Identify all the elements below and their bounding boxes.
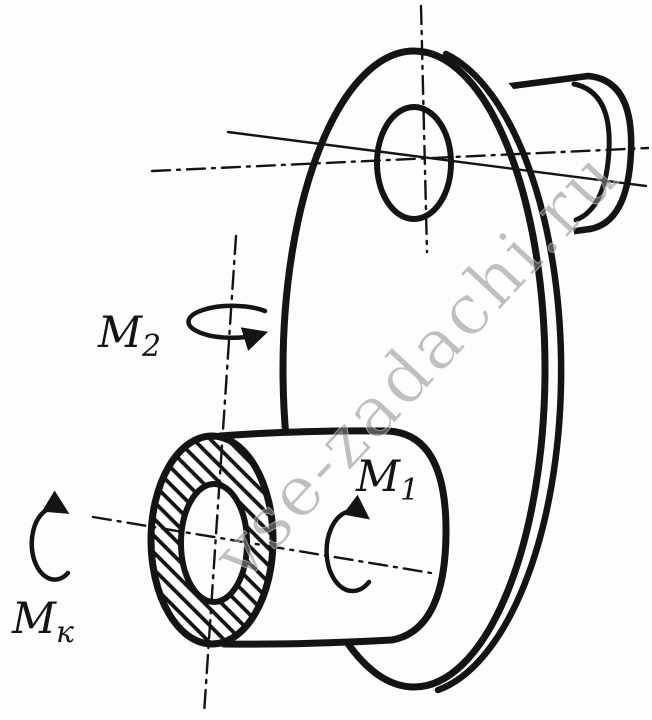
labels-group: M2 M1 Mк [11,308,419,650]
moment-arrow-mk [29,490,71,582]
label-mk: Mк [11,594,74,650]
plate-group [279,47,588,695]
moment-arrow-m2 [186,303,269,351]
label-m2: M2 [97,308,161,364]
upper-hole-vertical-axis [419,4,429,254]
shaft-cap-outer [584,72,635,233]
upper-hole-slant-line [226,130,648,188]
boss-vertical-axis [202,234,238,716]
boss-group [147,427,450,648]
arrows-group [29,303,372,594]
moment-arrow-m1 [324,494,372,594]
upper-hole-horizontal-axis [150,146,650,173]
upper-hole [374,104,454,222]
boss-body [216,427,450,648]
label-m1: M1 [355,452,419,508]
boss-horizontal-axis [91,515,433,575]
plate-rim-arc [434,50,565,694]
boss-hatching [150,435,274,645]
axes-group [91,4,650,716]
